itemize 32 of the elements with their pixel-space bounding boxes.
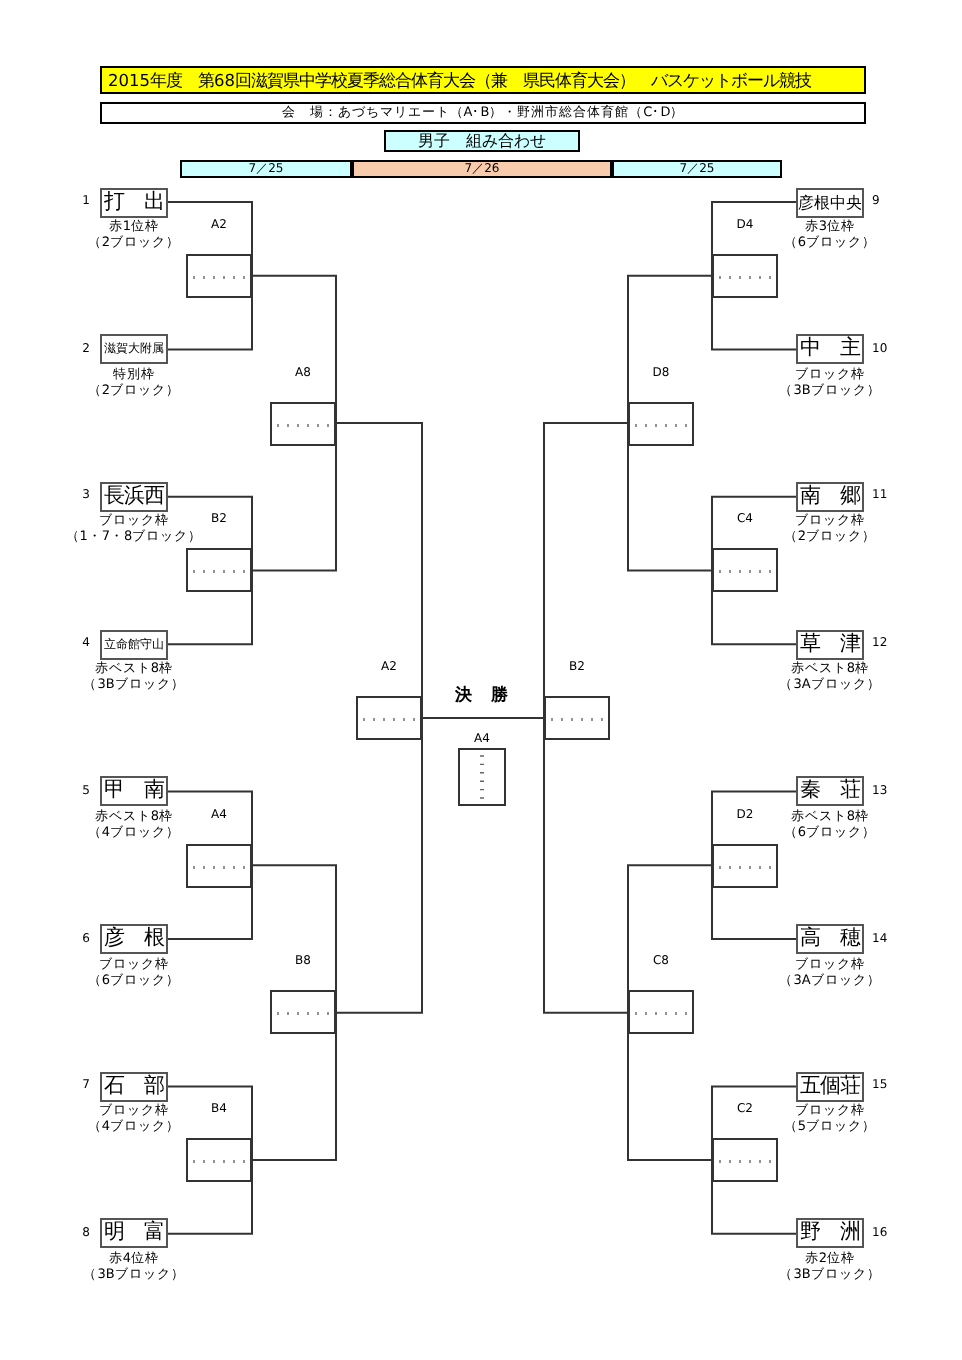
score-box <box>712 843 778 888</box>
score-box <box>628 990 694 1035</box>
score-box <box>458 748 506 806</box>
team-box: 明 富 <box>100 1218 168 1249</box>
team-box: 甲 南 <box>100 776 168 807</box>
score-box <box>544 695 610 740</box>
title-banner: 2015年度 第68回滋賀県中学校夏季総合体育大会（兼 県民体育大会） バスケットボール競技 <box>100 66 866 94</box>
team-box: 草 津 <box>796 629 864 660</box>
category-box: 男子 組み合わせ <box>384 130 580 152</box>
score-box <box>270 401 336 446</box>
score-box <box>186 253 252 298</box>
team-box: 五個荘 <box>796 1071 864 1102</box>
score-box <box>628 401 694 446</box>
team-box: 南 郷 <box>796 481 864 512</box>
score-box <box>270 990 336 1035</box>
score-box <box>356 695 422 740</box>
score-box <box>712 548 778 593</box>
team-box: 長浜西 <box>100 481 168 512</box>
team-box: 秦 荘 <box>796 776 864 807</box>
score-box <box>186 1138 252 1183</box>
team-box: 野 洲 <box>796 1218 864 1249</box>
team-box: 中 主 <box>796 334 864 365</box>
final-label: 決 勝 <box>455 688 509 705</box>
team-box: 彦 根 <box>100 924 168 954</box>
team-box: 石 部 <box>100 1071 168 1102</box>
score-box <box>712 1138 778 1183</box>
team-box: 打 出 <box>100 187 168 217</box>
team-box: 高 穂 <box>796 924 864 954</box>
score-box <box>712 253 778 298</box>
bracket-line <box>421 716 545 719</box>
score-box <box>186 843 252 888</box>
score-box <box>186 548 252 593</box>
